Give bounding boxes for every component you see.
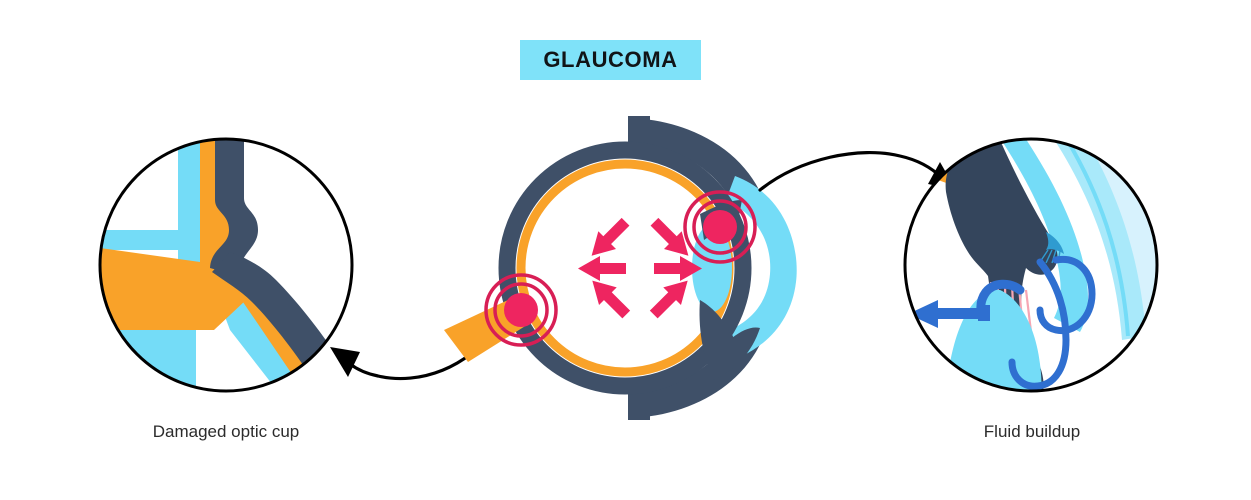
ciliary-body-lower bbox=[699, 300, 760, 380]
pressure-arrow-up-left bbox=[591, 217, 630, 256]
pressure-arrows-group bbox=[578, 217, 702, 319]
trabecular-meshwork bbox=[1046, 232, 1064, 254]
optic-cup-nerve-layer-horizontal bbox=[100, 230, 330, 391]
right-panel-content bbox=[908, 139, 1157, 391]
left-detail-panel bbox=[98, 137, 354, 393]
connector-right-line bbox=[758, 150, 944, 192]
optic-nerve-hotspot bbox=[484, 273, 558, 347]
schlemm-canal-loop bbox=[1036, 255, 1096, 335]
aqueous-humour-lens bbox=[945, 289, 1042, 391]
right-detail-panel bbox=[903, 137, 1159, 393]
left-panel-outline bbox=[98, 137, 354, 393]
connector-to-right-panel bbox=[758, 150, 956, 192]
cornea-inner-stripe bbox=[996, 139, 1088, 332]
right-panel-outline bbox=[903, 137, 1159, 393]
title-banner: GLAUCOMA bbox=[520, 40, 701, 80]
eye-muscle-top-stub bbox=[628, 116, 650, 146]
optic-cup-choroid-lower bbox=[212, 252, 340, 378]
optic-cup-retinal-layer-arm bbox=[100, 246, 246, 330]
pressure-arrow-down-left bbox=[592, 280, 631, 319]
cornea-arc bbox=[726, 176, 797, 356]
caption-damaged-optic-cup: Damaged optic cup bbox=[152, 422, 300, 441]
sclera-ring bbox=[498, 141, 752, 395]
pressure-arrow-down-right bbox=[649, 280, 688, 319]
optic-cup-nerve-layer-vertical bbox=[120, 139, 216, 391]
eye-muscle-bottom-stub bbox=[628, 390, 650, 420]
drainage-angle-hotspot bbox=[683, 190, 757, 264]
eye-muscle-top bbox=[630, 118, 762, 208]
pressure-arrow-left bbox=[578, 256, 626, 281]
center-eye-panel bbox=[444, 116, 797, 420]
sclera-choroid-mass bbox=[945, 140, 1058, 391]
page-title: GLAUCOMA bbox=[543, 47, 678, 72]
optic-cup-choroid-upper bbox=[210, 139, 258, 276]
caption-fluid-buildup: Fluid buildup bbox=[983, 422, 1081, 441]
pressure-arrow-up-right bbox=[650, 217, 689, 256]
left-panel-content bbox=[100, 139, 352, 391]
connector-left-arrowhead bbox=[330, 347, 360, 377]
schlemm-canal-outer bbox=[1008, 258, 1070, 390]
aqueous-flow-arrowhead bbox=[908, 300, 982, 328]
aqueous-flow-joint bbox=[978, 305, 990, 321]
pressure-arrow-right bbox=[654, 256, 702, 281]
cornea-boundary-line bbox=[1058, 139, 1130, 337]
